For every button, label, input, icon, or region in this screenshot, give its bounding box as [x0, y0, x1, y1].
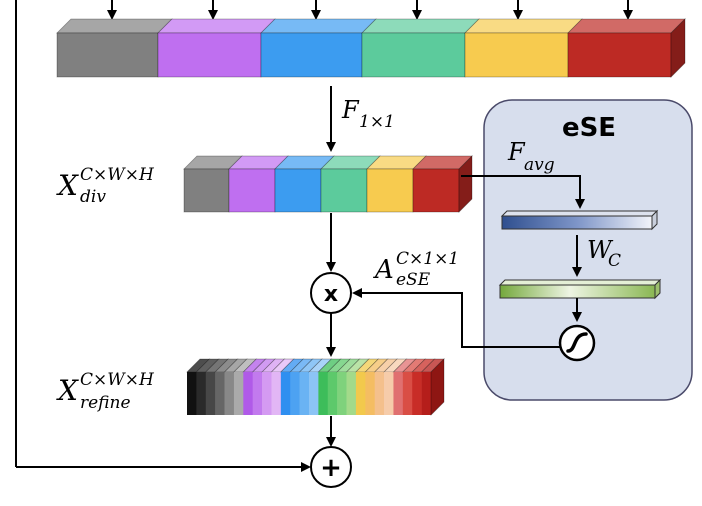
- concatenated-feature-block-top: [56, 18, 173, 34]
- x-div-label-sup: C×W×H: [80, 165, 155, 185]
- x-div-label-sub: div: [80, 187, 106, 207]
- x-refine-stripe: [346, 372, 357, 415]
- add-node: [310, 446, 352, 488]
- x-refine-stripe: [337, 372, 347, 415]
- svg-text:X: X: [56, 169, 79, 202]
- x-refine-stripe: [187, 372, 197, 415]
- svg-text:eSE: eSE: [396, 270, 431, 290]
- f-avg-label-base: F: [507, 138, 526, 166]
- x-refine-stripe: [402, 372, 413, 415]
- x-div-label: X C×W×H div: [56, 165, 155, 207]
- x-refine-stripe: [205, 372, 216, 415]
- x-refine-label-sub: refine: [80, 393, 131, 413]
- x-div-feature-block: [412, 168, 460, 213]
- x-refine-stripe: [280, 372, 291, 415]
- x-refine-side: [430, 358, 445, 416]
- x-refine-label-sup: C×W×H: [80, 370, 155, 390]
- a-ese-label-sub: eSE: [396, 270, 431, 290]
- x-refine-stripe: [384, 372, 394, 415]
- x-refine-stripe: [412, 372, 422, 415]
- concatenated-feature-bar: [56, 18, 686, 78]
- svg-text:C×W×H: C×W×H: [80, 165, 155, 185]
- x-div-label-base: X: [56, 169, 79, 202]
- f1x1-label-base: F: [341, 96, 360, 124]
- x-div-feature-block: [274, 168, 322, 213]
- svg-text:refine: refine: [80, 393, 131, 413]
- svg-text:C: C: [608, 251, 621, 271]
- x-div-feature-block: [366, 168, 414, 213]
- f-avg-label: F avg: [507, 138, 555, 175]
- attention-return-arrow: [352, 288, 560, 348]
- svg-text:A: A: [373, 255, 394, 285]
- x-div-feature-block: [320, 168, 368, 213]
- x-refine-stripe: [299, 372, 310, 415]
- w-c-label-sub: C: [608, 251, 621, 271]
- concatenated-feature-block: [56, 32, 159, 78]
- x-refine-stripe: [393, 372, 404, 415]
- concatenated-feature-block: [361, 32, 466, 78]
- ese-panel-title: eSE: [562, 113, 616, 143]
- concatenated-feature-block-top: [260, 18, 377, 34]
- multiply-symbol: x: [324, 282, 338, 307]
- svg-text:1×1: 1×1: [359, 112, 395, 132]
- svg-text:div: div: [80, 187, 106, 207]
- x-refine-feature-bar: [186, 358, 445, 416]
- concatenated-feature-block-top: [567, 18, 686, 34]
- concatenated-feature-block-side: [670, 18, 686, 78]
- x-refine-stripe: [243, 372, 253, 415]
- f-avg-arrow: [461, 175, 585, 209]
- svg-text:F: F: [341, 96, 360, 124]
- a-ese-label: A C×1×1 eSE: [373, 249, 459, 290]
- x-refine-stripe: [365, 372, 375, 415]
- input-arrows: [107, 0, 633, 20]
- x-refine-stripe: [374, 372, 385, 415]
- f1x1-label: F 1×1: [341, 96, 395, 132]
- concatenated-feature-block: [260, 32, 363, 78]
- a-ese-label-sup: C×1×1: [396, 249, 459, 269]
- x-refine-stripe: [215, 372, 225, 415]
- svg-text:F: F: [507, 138, 526, 166]
- x-div-feature-block-side: [458, 155, 473, 213]
- svg-text:C×1×1: C×1×1: [396, 249, 459, 269]
- x-refine-stripe: [318, 372, 329, 415]
- add-symbol: +: [320, 453, 342, 483]
- svg-text:X: X: [56, 374, 79, 407]
- w-c-label-base: W: [587, 236, 614, 264]
- x-div-feature-block: [183, 168, 230, 213]
- concatenated-feature-block: [567, 32, 672, 78]
- pooled-channel-bar: [500, 209, 659, 231]
- concatenated-feature-block-top: [157, 18, 276, 34]
- svg-text:avg: avg: [524, 155, 555, 175]
- x-refine-stripe: [224, 372, 235, 415]
- x-refine-stripe: [327, 372, 338, 415]
- x-refine-label-base: X: [56, 374, 79, 407]
- svg-text:W: W: [587, 236, 614, 264]
- x-refine-stripe: [196, 372, 207, 415]
- x-div-feature-bar: [183, 155, 473, 213]
- sigmoid-icon: [558, 324, 596, 362]
- x-refine-label: X C×W×H refine: [56, 370, 155, 413]
- a-ese-label-base: A: [373, 255, 394, 285]
- concatenated-feature-block-top: [464, 18, 583, 34]
- f1x1-label-sub: 1×1: [359, 112, 395, 132]
- x-refine-stripe: [421, 372, 432, 415]
- x-refine-stripe: [309, 372, 319, 415]
- concatenated-feature-block: [464, 32, 569, 78]
- svg-text:C×W×H: C×W×H: [80, 370, 155, 390]
- x-refine-stripe: [233, 372, 244, 415]
- fc-output-bar: [498, 278, 662, 300]
- x-refine-stripe: [252, 372, 263, 415]
- x-refine-stripe: [271, 372, 282, 415]
- w-c-label: W C: [587, 236, 621, 271]
- concatenated-feature-block-top: [361, 18, 480, 34]
- concatenated-feature-block: [157, 32, 262, 78]
- x-refine-stripe: [262, 372, 272, 415]
- x-refine-stripe: [355, 372, 366, 415]
- f-avg-label-sub: avg: [524, 155, 555, 175]
- x-div-feature-block: [228, 168, 276, 213]
- x-refine-stripe: [290, 372, 300, 415]
